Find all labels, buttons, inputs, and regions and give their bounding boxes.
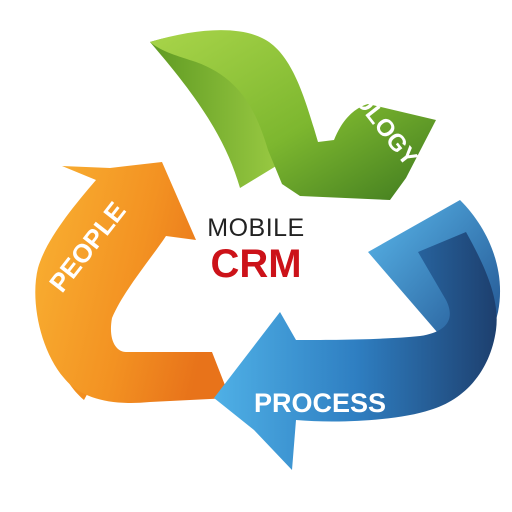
people-arrow-body [35, 162, 231, 403]
process-arrow-body [214, 232, 497, 470]
technology-arrow [150, 30, 436, 200]
technology-arrow-body [150, 30, 436, 200]
mobile-subtitle: MOBILE [207, 214, 305, 242]
people-arrow [35, 162, 231, 403]
center-title-block: MOBILE CRM [176, 214, 336, 286]
process-label: PROCESS [254, 388, 386, 418]
crm-title: CRM [210, 242, 302, 286]
process-arrow [214, 200, 501, 470]
